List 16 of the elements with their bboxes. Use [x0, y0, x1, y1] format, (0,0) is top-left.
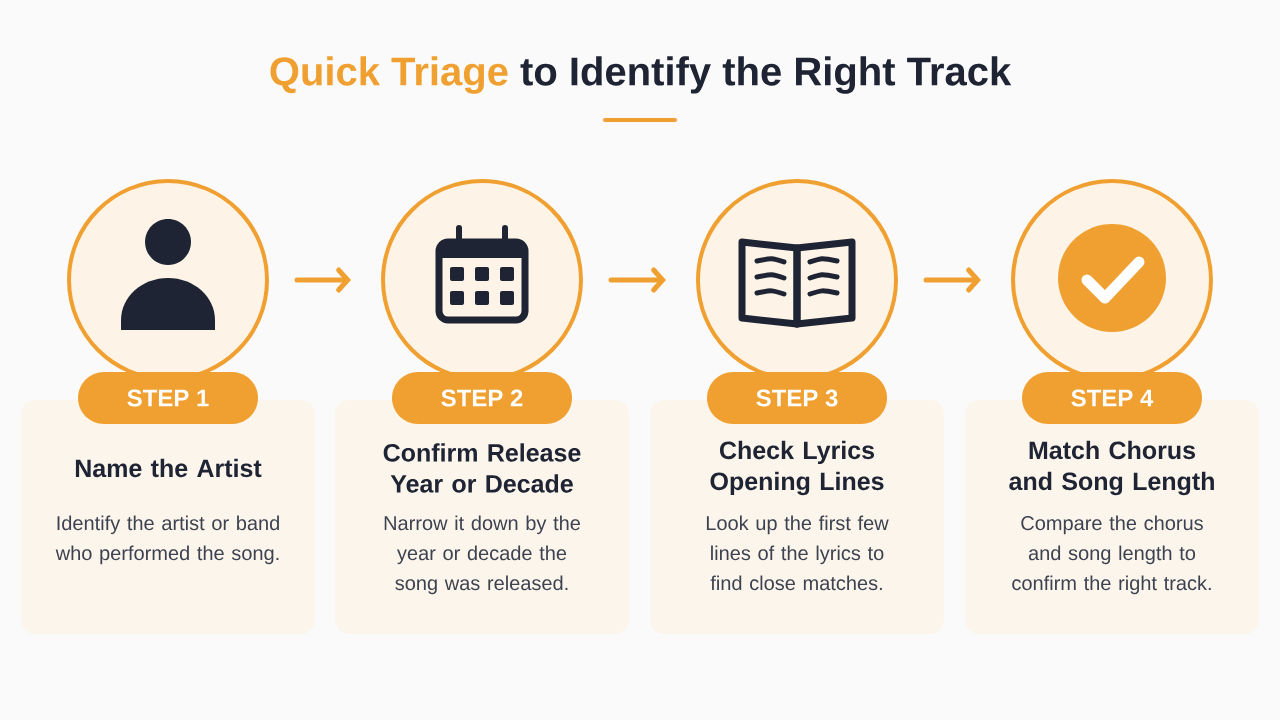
title: Quick Triage to Identify the Right Track	[270, 56, 1012, 94]
arrow	[294, 267, 351, 293]
step-badge: STEP 3	[707, 372, 887, 424]
step-badge: STEP 4	[1022, 372, 1202, 424]
step-heading: Confirm Release Year or Decade	[383, 443, 581, 493]
step-heading: Check Lyrics Opening Lines	[710, 440, 884, 496]
step-heading: Match Chorus and Song Length	[1009, 440, 1214, 496]
arrow	[923, 267, 981, 293]
arrow	[608, 267, 666, 293]
step-description: Narrow it down by the year or decade the song was released.	[384, 515, 580, 595]
step-description: Identify the artist or band who performed the song.	[55, 515, 279, 565]
step-badge: STEP 1	[78, 372, 258, 424]
step-description: Look up the first few lines of the lyrics to find close matches.	[706, 515, 889, 591]
step-badge: STEP 2	[392, 372, 572, 424]
step-heading: Name the Artist	[75, 458, 262, 478]
step-description: Compare the chorus and song length to confirm the right track.	[1012, 515, 1211, 595]
